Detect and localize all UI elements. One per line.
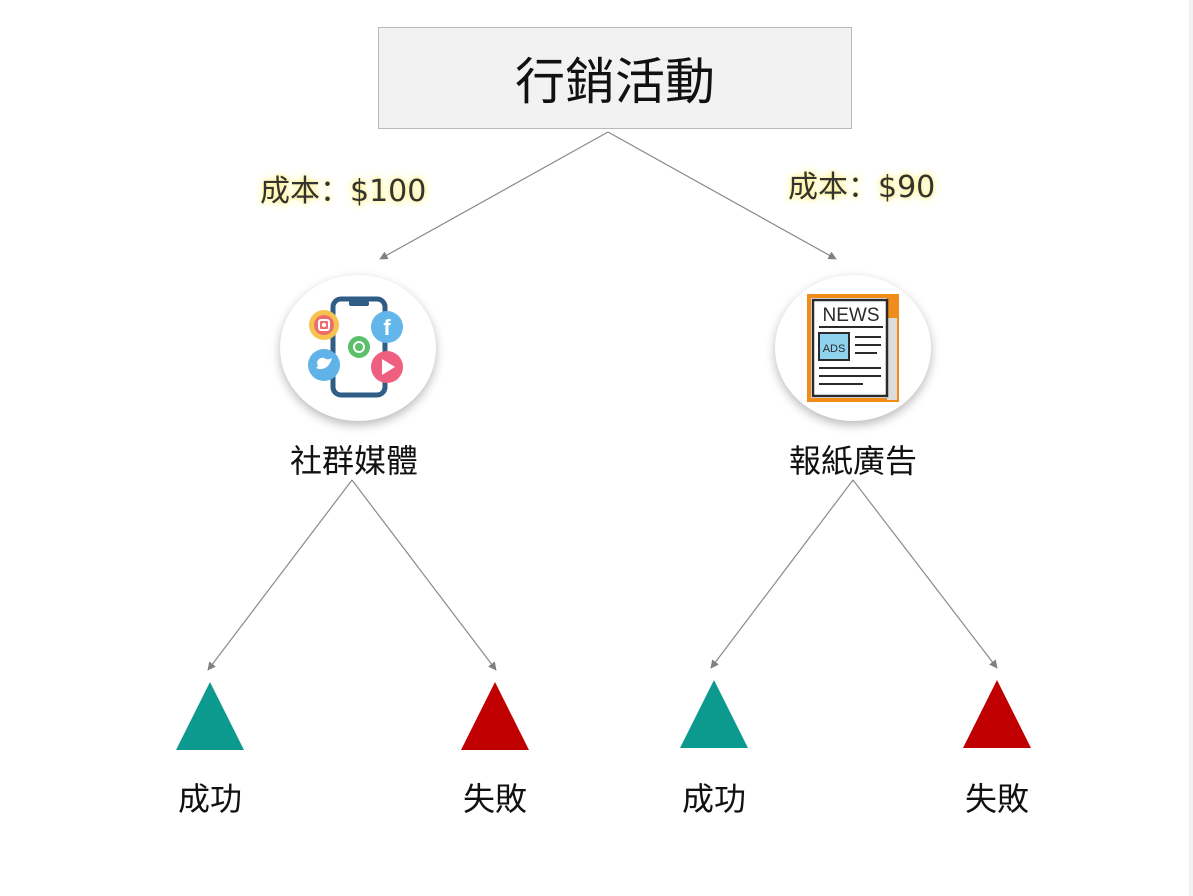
ads-box-text: ADS [823,343,846,355]
cost-label-social: 成本：$100 [260,174,427,209]
outcome-label-social-failure: 失敗 [462,780,528,818]
right-edge-strip [1189,0,1193,896]
social-media-node: f [280,275,436,421]
svg-text:f: f [383,315,391,340]
connector-root-to-newspaper [607,131,837,260]
newspaper-node: NEWS ADS [775,275,931,421]
node-label-newspaper: 報紙廣告 [788,442,918,480]
social-media-phone-icon: f [308,296,403,398]
connector-newspaper-to-success [710,479,854,669]
outcome-triangle-success [176,682,244,750]
outcome-triangle-failure [963,680,1031,748]
cost-label-newspaper: 成本：$90 [788,170,936,205]
outcome-label-newspaper-failure: 失敗 [964,780,1030,818]
outcome-triangle-success [680,680,748,748]
outcome-label-newspaper-success: 成功 [681,780,747,818]
outcome-triangle-failure [461,682,529,750]
connector-root-to-social [379,131,609,260]
connector-social-to-success [207,479,353,671]
news-masthead-text: NEWS [823,305,880,326]
root-node: 行銷活動 [378,27,852,129]
node-label-social: 社群媒體 [289,442,419,480]
newspaper-icon: NEWS ADS [807,294,899,402]
connector-social-to-failure [351,479,497,671]
root-label: 行銷活動 [515,53,715,111]
connector-newspaper-to-failure [852,479,998,669]
outcome-label-social-success: 成功 [177,780,243,818]
